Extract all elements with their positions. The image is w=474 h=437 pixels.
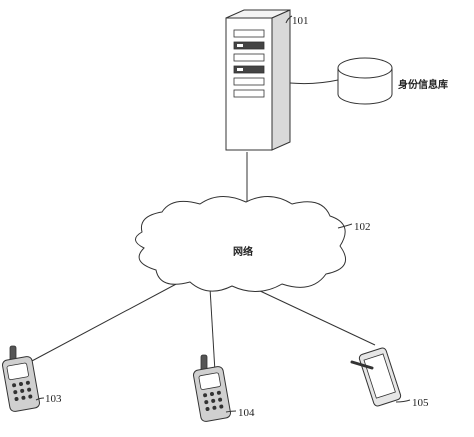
connectors: [29, 79, 376, 373]
network-cloud-icon: [135, 196, 347, 292]
network-to-phone-103-line: [29, 281, 181, 363]
network-label-leader: [337, 223, 353, 229]
database-icon: [337, 57, 393, 105]
server-id-label: 101: [292, 15, 309, 27]
server-label-leader: [285, 15, 293, 24]
phone-104-label-leader: [225, 410, 237, 413]
database-label: 身份信息库: [398, 78, 448, 91]
phone-103-icon: [2, 345, 40, 412]
server-to-database-line: [289, 79, 339, 85]
phone-104-icon: [193, 354, 231, 422]
server-icon: [225, 9, 291, 151]
network-to-phone-104-line: [209, 287, 216, 373]
network-label: 网络: [233, 245, 253, 258]
tablet-id-label: 105: [412, 397, 429, 409]
phone-103-id-label: 103: [45, 393, 62, 405]
network-to-tablet-105-line: [257, 289, 376, 346]
tablet-icon: [350, 347, 402, 407]
phone-104-id-label: 104: [238, 407, 255, 419]
tablet-label-leader: [395, 399, 411, 403]
network-id-label: 102: [354, 221, 371, 233]
phone-103-label-leader: [35, 397, 45, 401]
